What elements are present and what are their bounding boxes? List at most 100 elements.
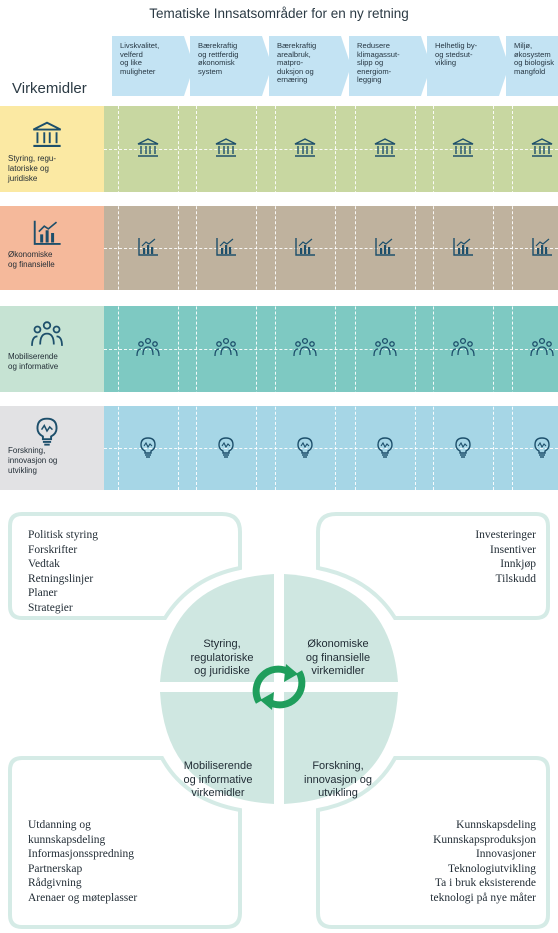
frame-bottom-left [8,756,242,929]
frame-top-right [316,512,550,620]
list-item: kunnskapsdeling [28,833,106,846]
column-header-5: Helhetlig by- og stedsut- vikling [427,36,509,96]
matrix-cell [349,206,421,290]
matrix-cell [112,406,184,490]
column-connector [415,106,416,490]
matrix-cell [349,306,421,392]
row-connector [104,248,558,249]
matrix-cell [112,106,184,192]
list-item: Insentiver [490,543,536,556]
matrix-cell [269,306,341,392]
row-connector [104,149,558,150]
people-icon [373,337,397,359]
list-item: Kunnskapsdeling [456,819,536,831]
page-title: Tematiske Innsatsområder for en ny retni… [149,6,409,21]
list-item: Innkjøp [500,558,536,571]
chart-icon [214,236,238,258]
petal-bottom-right [284,692,398,804]
matrix-cell [427,406,499,490]
column-connector [493,106,494,490]
list-item: Arenaer og møteplasser [28,891,138,904]
list-item: Vedtak [28,558,60,571]
matrix-cell [112,306,184,392]
column-header-1: Livskvalitet, velferd og like muligheter [112,36,194,96]
people-icon [136,337,160,359]
row-label-text: Styring, regu- latoriske og juridiske [8,154,57,183]
list-item: Retningslinjer [28,572,94,585]
petal-label-bottom-left: Mobiliserende og informative virkemidler [183,760,253,799]
lightbulb-icon [373,436,397,458]
chart-icon [293,236,317,258]
row-label-text: Mobiliserende og informative [8,352,59,371]
frame-bottom-right [316,756,550,929]
matrix-cell [269,106,341,192]
chart-icon [530,236,554,258]
institution-icon [530,137,554,159]
people-icon [214,337,238,359]
matrix-cell [269,406,341,490]
list-item: Investeringer [475,529,536,541]
matrix-cell [506,406,558,490]
lightbulb-icon [293,436,317,458]
institution-icon [373,137,397,159]
row-band-4: Forskning, innovasjon og utvikling [0,406,558,490]
row-connector [104,349,558,350]
institution-icon [30,120,64,150]
row-label-1: Styring, regu- latoriske og juridiske [0,106,104,192]
matrix-cell [190,106,262,192]
people-icon [30,320,64,350]
matrix-cell [349,406,421,490]
column-header-label: Helhetlig by- og stedsut- vikling [435,41,478,68]
row-connector [104,448,558,449]
row-band-3: Mobiliserende og informative [0,306,558,392]
list-item: Ta i bruk eksisterende [434,877,536,890]
row-band-2: Økonomiske og finansielle [0,206,558,290]
people-icon [530,337,554,359]
list-item: Forskrifter [28,543,78,556]
row-label-2: Økonomiske og finansielle [0,206,104,290]
petal-label-bottom-right: Forskning, innovasjon og utvikling [304,760,372,799]
column-header-label: Bærekraftig arealbruk, matpro- duksjon o… [277,41,317,85]
chart-icon [30,218,64,248]
matrix-cell [190,406,262,490]
matrix-cell [190,306,262,392]
column-header-3: Bærekraftig arealbruk, matpro- duksjon o… [269,36,351,96]
petal-label-top-left: Styring, regulatoriske og juridiske [190,638,254,677]
column-connector [275,106,276,490]
list-item: teknologi på nye måter [430,891,536,904]
column-header-label: Livskvalitet, velferd og like muligheter [120,41,160,76]
quadrant-graphic [8,512,550,929]
matrix-cell [427,306,499,392]
column-connector [355,106,356,490]
list-item: Utdanning og [28,819,91,831]
column-header-4: Redusere klimagassut- slipp og energiom-… [349,36,431,96]
side-title: Virkemidler [12,80,87,97]
matrix-cell [190,206,262,290]
matrix-cell [349,106,421,192]
column-header-label: Bærekraftig og rettferdig økonomisk syst… [198,41,239,76]
matrix-cell [112,206,184,290]
matrix-cell [427,106,499,192]
column-connector [196,106,197,490]
row-label-text: Økonomiske og finansielle [8,250,55,269]
matrix-cell [269,206,341,290]
cycle-arrows-icon [252,664,306,710]
column-connector [512,106,513,490]
institution-icon [451,137,475,159]
petal-label-top-right: Økonomiske og finansielle virkemidler [305,638,371,677]
list-item: Informasjonsspredning [28,848,135,861]
column-header-6: Miljø, økosystem og biologisk mangfold [506,36,558,96]
list-item: Politisk styring [28,529,98,541]
matrix-cell [506,306,558,392]
lightbulb-icon [214,436,238,458]
lightbulb-icon [136,436,160,458]
petal-top-right [284,574,398,682]
list-item: Innovasjoner [475,848,536,861]
row-label-3: Mobiliserende og informative [0,306,104,392]
petal-top-left [160,574,274,682]
column-connector [118,106,119,490]
